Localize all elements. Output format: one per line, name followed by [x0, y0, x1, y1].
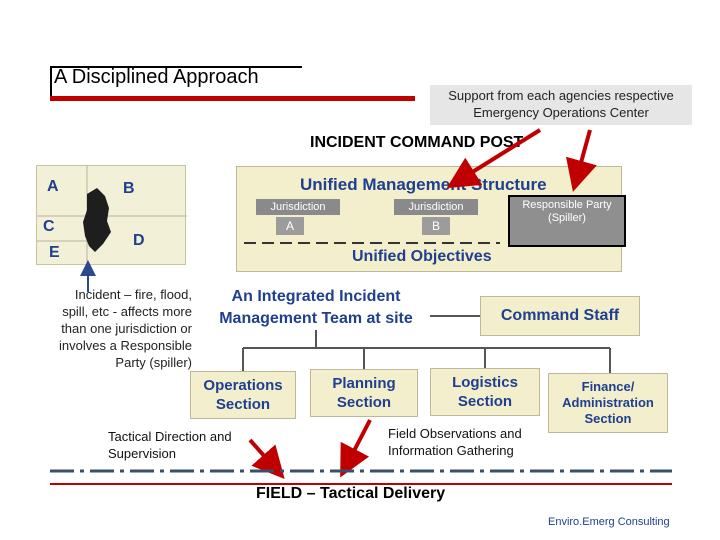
map-label-d: D	[133, 232, 145, 249]
finance-administration-section-box: Finance/ Administration Section	[548, 373, 668, 433]
operations-section-line-2: Section	[215, 396, 271, 413]
map-lines	[37, 166, 187, 266]
integrated-team-label: An Integrated Incident Management Team a…	[203, 286, 429, 330]
incident-area-shape	[83, 188, 111, 252]
support-note-line-1: Support from each agencies respective	[448, 88, 674, 103]
command-staff-box: Command Staff	[480, 296, 640, 336]
integrated-team-line-1: An Integrated Incident	[231, 288, 401, 305]
planning-section-line-1: Planning	[332, 375, 396, 392]
jurisdiction-map: A B C D E	[36, 165, 187, 266]
incident-note-line-5: Party (spiller)	[115, 355, 192, 370]
jurisdiction-a-tag: A	[276, 217, 304, 235]
tactical-direction-note: Tactical Direction and Supervision	[108, 428, 232, 462]
incident-note-line-2: spill, etc - affects more	[62, 304, 192, 319]
logistics-section-box: Logistics Section	[430, 368, 540, 416]
credit-text: Enviro.Emerg Consulting	[548, 516, 670, 528]
field-observations-note: Field Observations and Information Gathe…	[388, 425, 522, 459]
tactical-arrow	[248, 438, 285, 479]
title-frame	[50, 66, 302, 98]
responsible-party-box: Responsible Party (Spiller)	[508, 195, 626, 247]
field-obs-line-2: Information Gathering	[388, 443, 514, 458]
tactical-note-line-2: Supervision	[108, 446, 176, 461]
tactical-note-line-1: Tactical Direction and	[108, 429, 232, 444]
responsible-party-line-2: (Spiller)	[548, 212, 586, 224]
incident-command-post-label: INCIDENT COMMAND POST	[310, 134, 524, 151]
operations-section-box: Operations Section	[190, 371, 296, 419]
field-obs-line-1: Field Observations and	[388, 426, 522, 441]
planning-section-box: Planning Section	[310, 369, 418, 417]
page-title: A Disciplined Approach	[54, 66, 259, 88]
command-staff-label: Command Staff	[500, 307, 620, 324]
map-label-a: A	[47, 178, 59, 195]
map-label-b: B	[123, 180, 135, 197]
incident-note-line-1: Incident – fire, flood,	[74, 287, 192, 302]
incident-note-line-3: than one jurisdiction or	[61, 321, 192, 336]
finance-section-line-3: Section	[584, 411, 632, 426]
logistics-section-line-1: Logistics	[452, 374, 518, 391]
finance-section-line-1: Finance/	[581, 379, 635, 394]
incident-note-line-4: involves a Responsible	[59, 338, 192, 353]
operations-section-line-1: Operations	[203, 377, 283, 394]
title-red-rule	[50, 96, 415, 101]
unified-objectives-label: Unified Objectives	[352, 248, 492, 265]
jurisdiction-b-label: Jurisdiction	[394, 199, 478, 215]
jurisdiction-b-tag: B	[422, 217, 450, 235]
map-label-e: E	[49, 244, 60, 261]
finance-section-line-2: Administration	[562, 395, 654, 410]
support-note-line-2: Emergency Operations Center	[473, 105, 649, 120]
field-obs-arrow	[340, 419, 372, 478]
planning-section-line-2: Section	[336, 394, 392, 411]
support-note: Support from each agencies respective Em…	[430, 85, 692, 125]
jurisdiction-a-label: Jurisdiction	[256, 199, 340, 215]
field-tactical-delivery-label: FIELD – Tactical Delivery	[256, 485, 446, 502]
logistics-section-line-2: Section	[457, 393, 513, 410]
incident-note: Incident – fire, flood, spill, etc - aff…	[24, 286, 192, 371]
responsible-party-line-1: Responsible Party	[522, 199, 612, 211]
unified-management-structure-title: Unified Management Structure	[300, 175, 547, 194]
integrated-team-line-2: Management Team at site	[219, 310, 413, 327]
map-label-c: C	[43, 218, 55, 235]
